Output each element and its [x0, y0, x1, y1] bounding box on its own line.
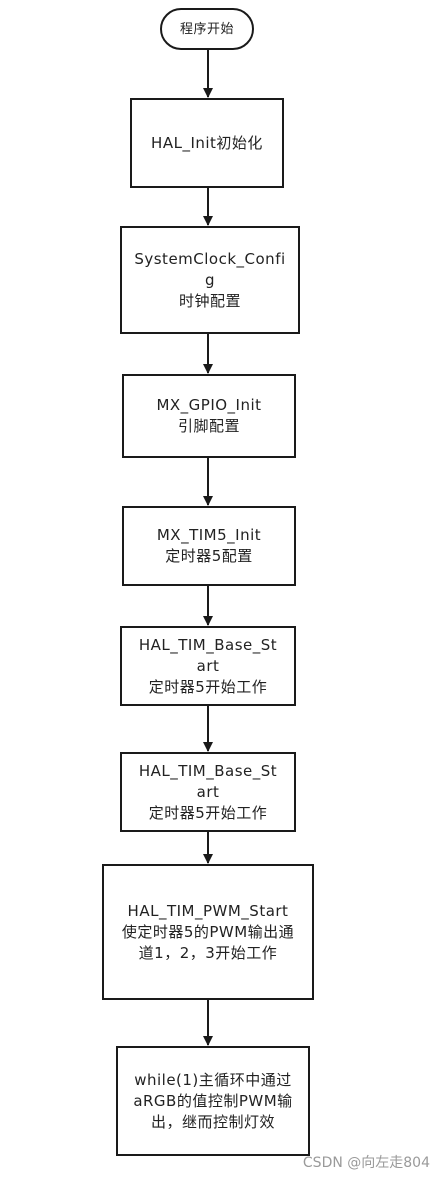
node-start: 程序开始	[160, 8, 254, 50]
node-label-line: 使定时器5的PWM输出通	[121, 922, 295, 941]
node-label-line: 程序开始	[179, 21, 234, 37]
node-label-line: 时钟配置	[178, 291, 241, 310]
node-label-line: art	[196, 656, 220, 675]
node-label-line: 出，继而控制灯效	[150, 1112, 275, 1131]
node-label-line: HAL_TIM_Base_St	[138, 761, 278, 780]
node-label-line: while(1)主循环中通过	[134, 1070, 292, 1089]
node-label-line: 道1，2，3开始工作	[138, 943, 278, 962]
node-label-line: 定时器5配置	[165, 547, 253, 565]
node-label-line: MX_TIM5_Init	[156, 526, 262, 544]
node-label-line: art	[196, 782, 220, 801]
node-label-line: HAL_Init初始化	[151, 133, 263, 152]
node-label-line: 定时器5开始工作	[148, 677, 268, 696]
node-pwm-start: HAL_TIM_PWM_Start 使定时器5的PWM输出通道1，2，3开始工作	[102, 864, 314, 1000]
watermark: CSDN @向左走804	[302, 1155, 430, 1171]
node-hal-init: HAL_Init初始化	[130, 98, 284, 188]
node-label-line: g	[204, 270, 216, 289]
node-while-loop: while(1)主循环中通过 aRGB的值控制PWM输出，继而控制灯效	[116, 1046, 310, 1156]
node-label-line: HAL_TIM_PWM_Start	[127, 901, 289, 920]
node-label-line: aRGB的值控制PWM输	[133, 1091, 293, 1110]
node-label-line: 引脚配置	[177, 417, 240, 435]
node-tim5: MX_TIM5_Init 定时器5配置	[122, 506, 296, 586]
node-label-line: MX_GPIO_Init	[156, 396, 262, 414]
node-gpio: MX_GPIO_Init 引脚配置	[122, 374, 296, 458]
node-label-line: SystemClock_Confi	[134, 249, 286, 268]
node-label-line: HAL_TIM_Base_St	[138, 635, 278, 654]
node-label-line: 定时器5开始工作	[148, 803, 268, 822]
